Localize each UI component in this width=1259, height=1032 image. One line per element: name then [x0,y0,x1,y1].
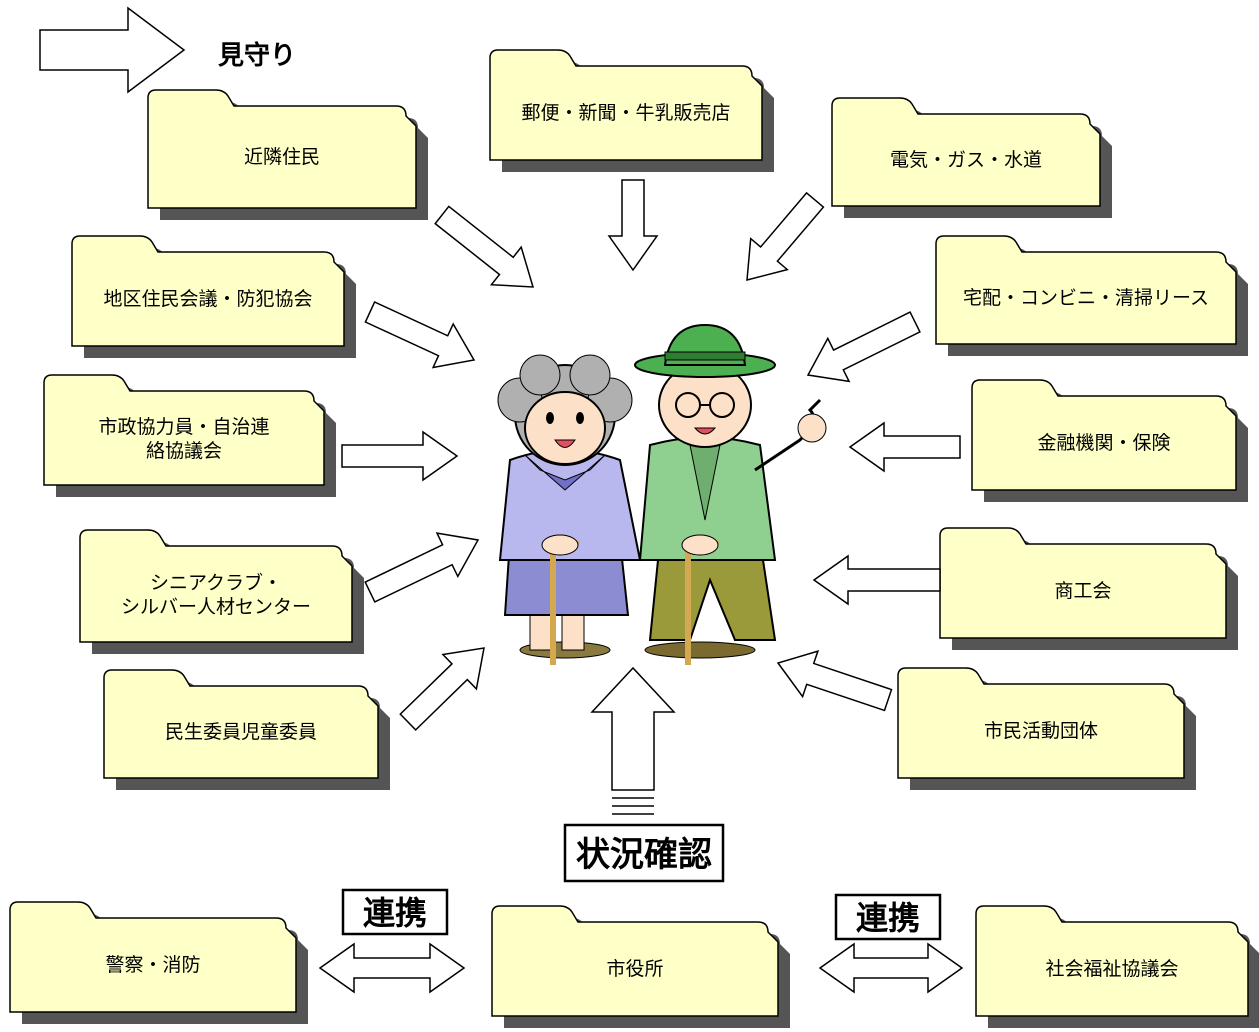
box-kinrin: 近隣住民 [147,89,428,220]
box-yubin: 郵便・新聞・牛乳販売店 [489,49,774,172]
box-kinrin-body [147,89,417,209]
box-keisatsu: 警察・消防 [9,901,308,1024]
box-kinyu: 金融機関・保険 [971,379,1248,502]
box-shiyakusho-label: 市役所 [606,958,663,980]
status-check-label: 状況確認 [576,835,712,875]
box-yubin-body [489,49,763,161]
box-senior: シニアクラブ・シルバー人材センター [79,529,364,654]
legend-arrow [39,6,186,94]
watch-arrows [318,179,964,994]
box-minsei: 民生委員児童委員 [103,669,390,790]
arrow-shisei [341,430,459,482]
status-check-group: 状況確認 [563,666,725,883]
box-takuhai-label: 宅配・コンビニ・清掃リース [963,287,1209,309]
box-chiku-label: 地区住民会議・防犯協会 [103,288,312,310]
box-shakai: 社会福祉協議会 [975,905,1259,1028]
box-kinyu-label: 金融機関・保険 [1037,432,1170,454]
arrow-senior [364,532,480,603]
elderly-couple-illustration [497,323,827,665]
box-shakai-body [975,905,1249,1017]
arrow-shoko [812,554,941,606]
box-shimin: 市民活動団体 [897,667,1196,790]
box-shisei-body [43,374,325,486]
box-shiyakusho: 市役所 [491,905,790,1028]
arrow-takuhai [806,311,921,383]
box-shiyakusho-body [491,905,779,1017]
box-keisatsu-label: 警察・消防 [105,954,200,976]
box-minsei-label: 民生委員児童委員 [165,721,317,743]
arrow-chiku [364,301,476,369]
arrow-minsei [399,647,485,731]
box-shakai-label: 社会福祉協議会 [1045,958,1178,980]
arrow-kinyu [848,421,961,473]
box-shisei-label-2: 絡協議会 [146,440,222,462]
arrow-denki [746,191,825,281]
arrow-yubin [607,179,659,272]
arrow-kinrin [434,205,535,288]
legend-label: 見守り [218,40,296,71]
legend: 見守り [39,6,296,94]
dbl-arrow-left [318,942,466,994]
box-denki: 電気・ガス・水道 [831,97,1112,218]
box-chiku: 地区住民会議・防犯協会 [71,235,356,358]
status-up-arrow [590,666,676,791]
box-shoko: 商工会 [939,527,1238,650]
box-shoko-body [939,527,1227,639]
box-senior-label-2: シルバー人材センター [121,596,311,618]
box-takuhai-body [935,235,1237,345]
box-senior-body [79,529,353,643]
status-check-box [563,823,725,883]
box-senior-label-1: シニアクラブ・ [150,571,282,594]
renkei-right: 連携 [834,893,942,941]
box-shisei-label-1: 市政協力員・自治連 [98,416,269,438]
box-kinyu-body [971,379,1237,491]
dbl-arrow-right [818,942,964,994]
renkei-left-label: 連携 [363,894,427,932]
box-minsei-body [103,669,379,779]
renkei-right-label: 連携 [856,899,920,937]
box-chiku-body [71,235,345,347]
box-yubin-label: 郵便・新聞・牛乳販売店 [521,102,730,124]
box-takuhai: 宅配・コンビニ・清掃リース [935,235,1248,356]
renkei-left: 連携 [341,888,449,936]
box-denki-label: 電気・ガス・水道 [890,149,1042,171]
box-keisatsu-body [9,901,297,1013]
box-shimin-body [897,667,1185,779]
elderly-man [634,323,827,665]
box-kinrin-label: 近隣住民 [244,146,320,168]
box-shoko-label: 商工会 [1054,580,1111,602]
box-shimin-label: 市民活動団体 [984,720,1098,742]
elderly-woman [497,354,642,665]
arrow-shimin [776,649,893,712]
box-denki-body [831,97,1101,207]
